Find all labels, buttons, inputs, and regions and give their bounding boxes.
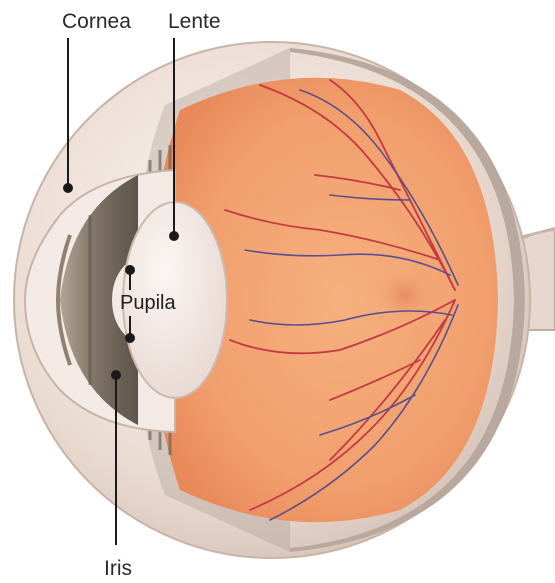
pupila-label: Pupila: [120, 292, 176, 314]
lente-label: Lente: [168, 10, 221, 33]
iris-label: Iris: [104, 557, 132, 580]
cornea-label: Cornea: [62, 10, 131, 33]
